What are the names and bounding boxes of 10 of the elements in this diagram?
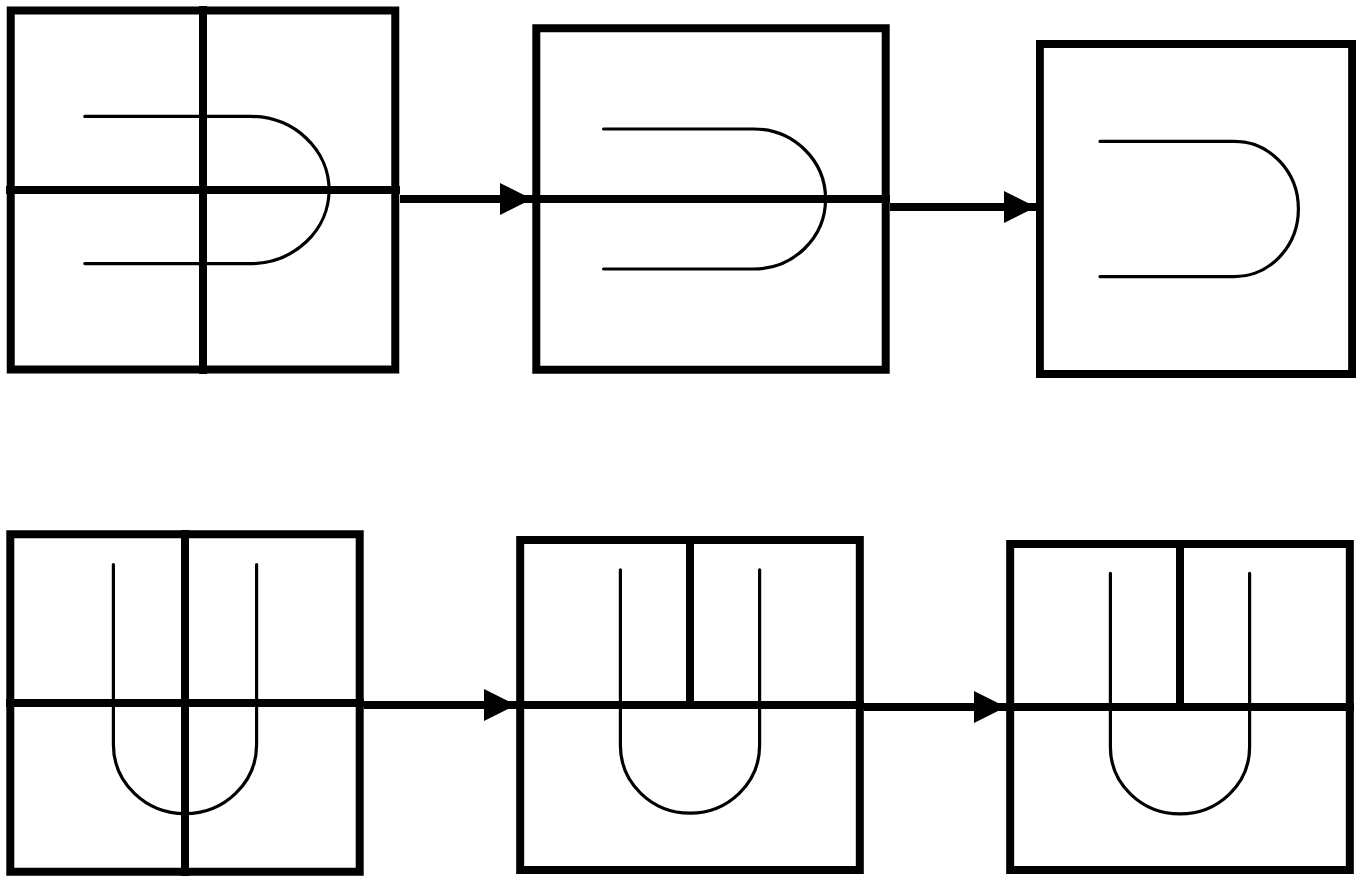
grid-drawing [6,530,364,876]
arrow [364,689,516,721]
grid-drawing [6,6,400,374]
arrow [864,691,1006,723]
grid-drawing [532,24,890,374]
arrow [400,183,532,215]
grid-drawing [1006,540,1354,874]
grid-drawing [1036,40,1356,378]
arrow [890,191,1036,223]
grid-drawing [516,536,864,874]
